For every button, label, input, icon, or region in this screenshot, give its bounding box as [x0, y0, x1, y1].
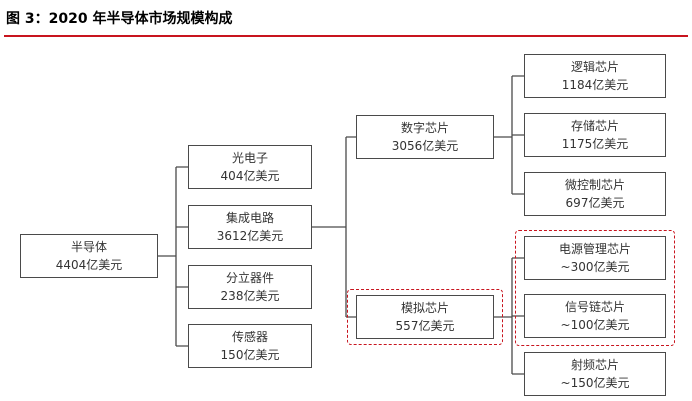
- node-analog: 模拟芯片 557亿美元: [356, 295, 494, 339]
- node-digital: 数字芯片 3056亿美元: [356, 115, 494, 159]
- node-value: 557亿美元: [395, 319, 455, 333]
- node-name: 射频芯片: [570, 358, 619, 372]
- node-value: 238亿美元: [220, 289, 280, 303]
- node-name: 电源管理芯片: [558, 242, 631, 256]
- node-name: 模拟芯片: [400, 301, 449, 315]
- node-name: 集成电路: [225, 211, 274, 225]
- node-value: ~150亿美元: [560, 376, 630, 390]
- node-value: 404亿美元: [220, 169, 280, 183]
- node-name: 存储芯片: [570, 119, 619, 133]
- node-value: 4404亿美元: [55, 258, 123, 272]
- node-logic: 逻辑芯片 1184亿美元: [524, 54, 666, 98]
- node-name: 半导体: [70, 240, 107, 254]
- node-value: 3612亿美元: [216, 229, 284, 243]
- node-value: 1175亿美元: [561, 137, 629, 151]
- connector-digital-to-children: [494, 75, 524, 195]
- analog-highlight-frame: [347, 289, 503, 345]
- node-name: 数字芯片: [400, 121, 449, 135]
- node-value: 1184亿美元: [561, 78, 629, 92]
- node-value: 150亿美元: [220, 348, 280, 362]
- node-signal: 信号链芯片 ~100亿美元: [524, 294, 666, 338]
- node-semiconductor: 半导体 4404亿美元: [20, 234, 158, 278]
- node-optoelectronics: 光电子 404亿美元: [188, 145, 312, 189]
- node-memory: 存储芯片 1175亿美元: [524, 113, 666, 157]
- node-name: 光电子: [231, 151, 268, 165]
- node-value: 3056亿美元: [391, 139, 459, 153]
- node-value: ~100亿美元: [560, 318, 630, 332]
- node-ic: 集成电路 3612亿美元: [188, 205, 312, 249]
- node-discrete: 分立器件 238亿美元: [188, 265, 312, 309]
- connector-ic-to-chips: [312, 136, 356, 318]
- title-rule: [4, 35, 688, 37]
- connector-root-to-level1: [158, 166, 188, 347]
- node-value: ~300亿美元: [560, 260, 630, 274]
- node-micro: 微控制芯片 697亿美元: [524, 172, 666, 216]
- figure-title: 图 3：2020 年半导体市场规模构成: [6, 11, 233, 27]
- node-name: 逻辑芯片: [570, 60, 619, 74]
- node-name: 传感器: [231, 330, 268, 344]
- node-name: 信号链芯片: [564, 300, 625, 314]
- node-name: 分立器件: [225, 271, 274, 285]
- connector-analog-to-children: [494, 257, 524, 375]
- node-power: 电源管理芯片 ~300亿美元: [524, 236, 666, 280]
- node-value: 697亿美元: [565, 196, 625, 210]
- node-name: 微控制芯片: [564, 178, 625, 192]
- power-signal-highlight-frame: [515, 230, 675, 346]
- node-sensor: 传感器 150亿美元: [188, 324, 312, 368]
- node-rf: 射频芯片 ~150亿美元: [524, 352, 666, 396]
